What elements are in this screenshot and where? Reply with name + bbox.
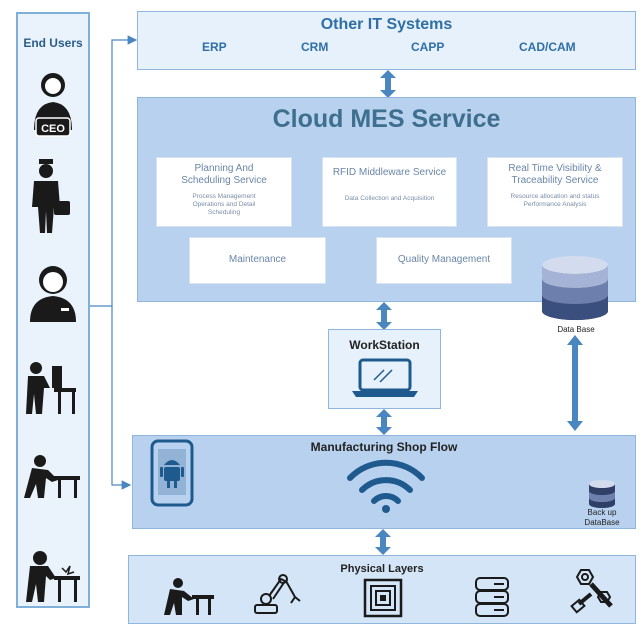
- server-rack-icon: [475, 577, 509, 617]
- service-title: Quality Management: [397, 254, 491, 265]
- engineer-briefcase-icon: [32, 159, 70, 233]
- other-it-title: Other IT Systems: [320, 16, 453, 33]
- arrow-workstation-shopflow: [376, 409, 392, 435]
- woodworker-icon: [24, 455, 80, 498]
- maintenance-service: Maintenance: [189, 237, 326, 284]
- database-label: Data Base: [557, 325, 595, 334]
- database-icon: [542, 256, 608, 320]
- sawing-worker-icon: [164, 578, 214, 615]
- quality-management-service: Quality Management: [376, 237, 512, 284]
- ceo-badge-text: CEO: [41, 123, 65, 135]
- rfid-tag-icon: [363, 578, 403, 618]
- arrow-shopflow-physical: [375, 529, 391, 555]
- office-worker-icon: [30, 266, 76, 322]
- system-cadcam: CAD/CAM: [519, 40, 576, 54]
- service-detail: Data Collection and Acquisition: [344, 195, 435, 202]
- nut-bolt-icon: [570, 569, 613, 614]
- system-erp: ERP: [202, 40, 227, 54]
- workstation-title: WorkStation: [349, 338, 420, 352]
- physical-layers-panel: Physical Layers: [128, 555, 636, 624]
- system-crm: CRM: [301, 40, 329, 54]
- physical-layers-title: Physical Layers: [340, 563, 424, 575]
- service-title: RFID Middleware Service: [332, 167, 447, 178]
- backup-database-icon: [589, 480, 615, 508]
- planning-scheduling-service: Planning And Scheduling Service Process …: [156, 157, 292, 227]
- android-phone-icon: [150, 439, 194, 507]
- manufacturing-shop-flow-panel: Manufacturing Shop Flow Back up DataBase: [132, 435, 636, 529]
- laptop-icon: [352, 358, 418, 397]
- machine-operator-icon: [26, 362, 76, 414]
- arrow-cloud-workstation: [376, 302, 392, 330]
- robot-arm-icon: [254, 574, 301, 614]
- cloud-mes-title: Cloud MES Service: [272, 105, 501, 133]
- workstation-panel: WorkStation: [328, 329, 441, 409]
- service-title: Planning And Scheduling Service: [181, 163, 267, 186]
- real-time-visibility-service: Real Time Visibility & Traceability Serv…: [487, 157, 623, 227]
- end-users-panel: End Users CEO: [16, 12, 90, 608]
- other-it-systems-panel: Other IT Systems ERP CRM CAPP CAD/CAM: [137, 11, 636, 70]
- rfid-middleware-service: RFID Middleware Service Data Collection …: [322, 157, 457, 227]
- cloud-mes-panel: Cloud MES Service Planning And Schedulin…: [137, 97, 636, 302]
- end-users-link-line-lower: [111, 306, 132, 490]
- end-users-link-line: [90, 35, 138, 307]
- arrow-other-it-cloud: [380, 70, 396, 98]
- system-capp: CAPP: [411, 40, 445, 54]
- service-detail: Resource allocation and status Performan…: [510, 193, 600, 208]
- welder-icon: [26, 551, 80, 602]
- service-title: Maintenance: [228, 254, 287, 265]
- service-title: Real Time Visibility & Traceability Serv…: [508, 163, 602, 186]
- ceo-icon: [34, 73, 72, 137]
- service-detail: Process Management Operations and Detail…: [192, 193, 256, 216]
- arrow-database-shopflow: [567, 335, 583, 431]
- end-users-title: End Users: [23, 36, 83, 50]
- backup-database-label: Back up DataBase: [584, 508, 620, 527]
- shop-flow-title: Manufacturing Shop Flow: [310, 440, 458, 454]
- wifi-icon: [347, 459, 425, 513]
